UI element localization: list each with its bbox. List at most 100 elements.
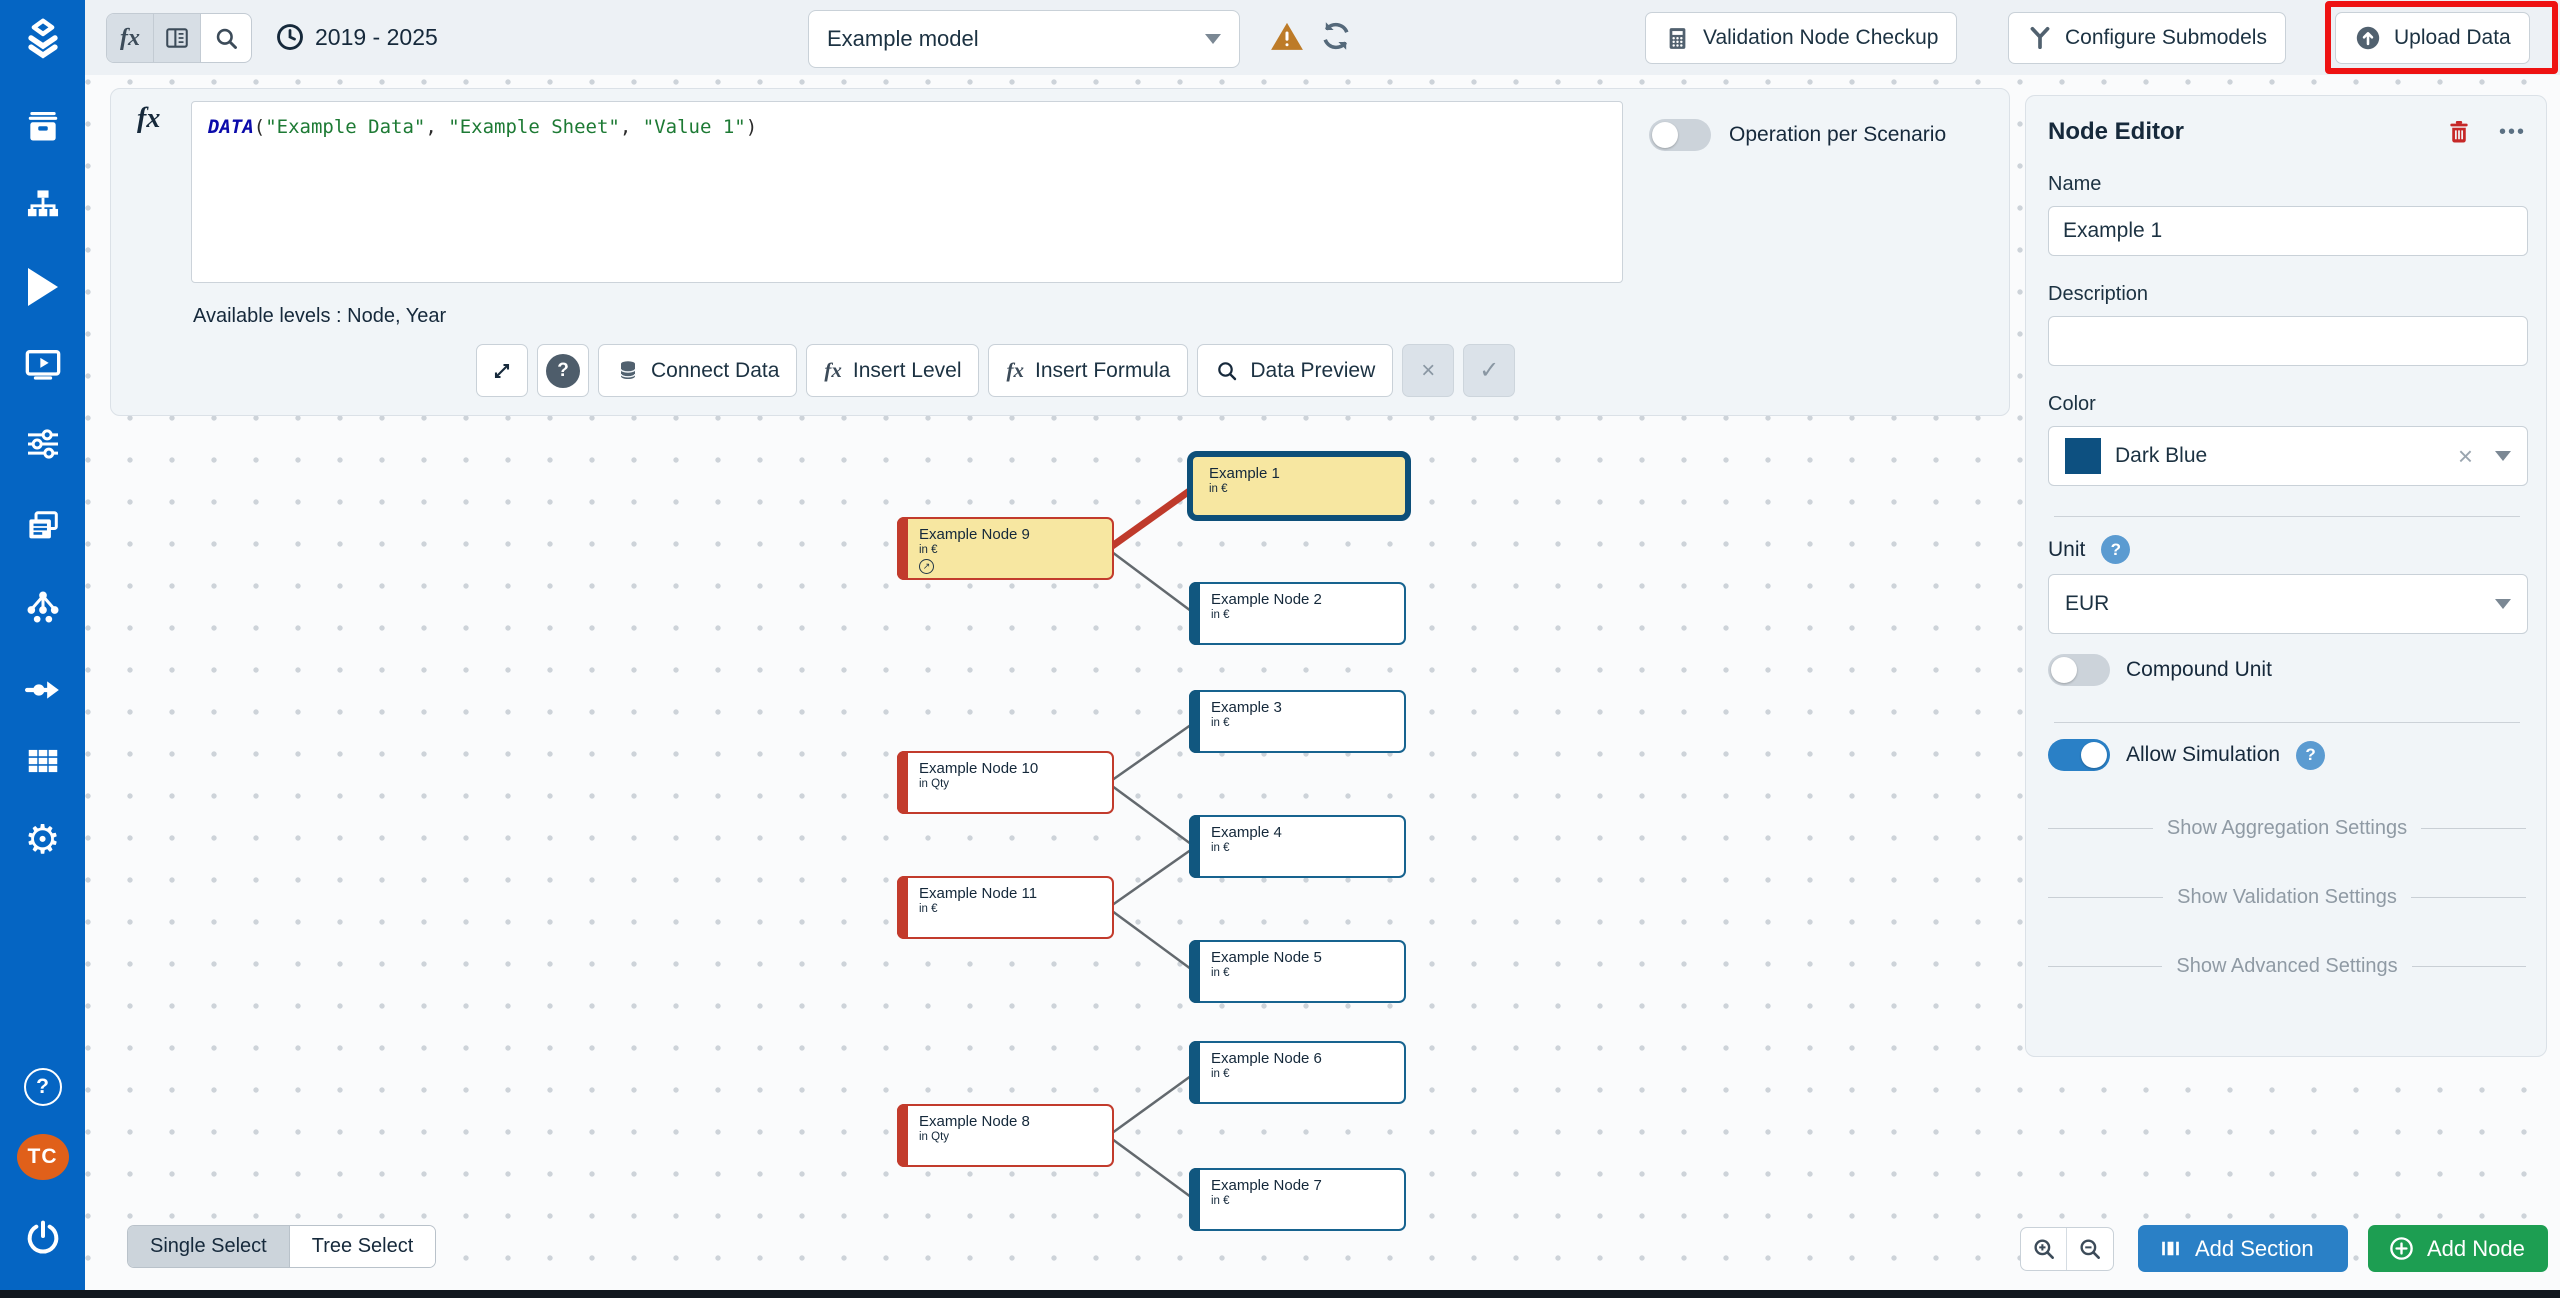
- diagram-node-example-1[interactable]: Example 1 in €: [1187, 451, 1411, 521]
- description-field[interactable]: [2048, 316, 2528, 366]
- diagram-node-example-node-6[interactable]: Example Node 6 in €: [1189, 1041, 1406, 1104]
- sidebar-item-network[interactable]: [0, 587, 85, 627]
- search-view-button[interactable]: [201, 14, 251, 62]
- link-label: Show Advanced Settings: [2176, 955, 2398, 977]
- formula-toolbar: ? Connect Data fx Insert Level fx Insert…: [476, 344, 1516, 397]
- formula-comma: ,: [425, 116, 449, 138]
- trash-icon[interactable]: [2445, 118, 2473, 146]
- description-label: Description: [2048, 283, 2149, 305]
- diagram-node-example-3[interactable]: Example 3 in €: [1189, 690, 1406, 753]
- sidebar-logout-button[interactable]: [0, 1218, 85, 1258]
- insert-formula-button[interactable]: fx Insert Formula: [988, 344, 1189, 397]
- tree-select-button[interactable]: Tree Select: [289, 1226, 436, 1267]
- single-select-button[interactable]: Single Select: [128, 1226, 290, 1267]
- cancel-formula-button[interactable]: ×: [1402, 344, 1455, 397]
- node-unit: in €: [1211, 967, 1230, 979]
- unit-help-icon[interactable]: ?: [2101, 535, 2131, 564]
- validation-node-checkup-button[interactable]: Validation Node Checkup: [1645, 12, 1958, 64]
- sidebar: ⚙ ? TC: [0, 0, 85, 1298]
- add-section-button[interactable]: Add Section: [2138, 1225, 2348, 1272]
- time-range[interactable]: 2019 - 2025: [275, 22, 438, 52]
- insert-level-button[interactable]: fx Insert Level: [806, 344, 980, 397]
- sidebar-item-settings[interactable]: ⚙: [0, 820, 85, 860]
- data-preview-button[interactable]: Data Preview: [1197, 344, 1394, 397]
- allow-simulation-help-icon[interactable]: ?: [2296, 740, 2326, 770]
- sidebar-item-flows[interactable]: [0, 670, 85, 710]
- clear-color-icon[interactable]: ×: [2457, 440, 2473, 471]
- diagram-node-example-node-2[interactable]: Example Node 2 in €: [1189, 582, 1406, 645]
- sidebar-item-run[interactable]: [0, 268, 85, 306]
- name-field[interactable]: [2048, 206, 2528, 256]
- node-name: Example Node 2: [1211, 591, 1322, 608]
- model-select-value: Example model: [827, 26, 979, 51]
- node-name: Example Node 8: [919, 1113, 1030, 1130]
- formula-input[interactable]: DATA("Example Data", "Example Sheet", "V…: [191, 101, 1623, 283]
- show-validation-settings-link[interactable]: Show Validation Settings: [2048, 886, 2527, 909]
- view-mode-toggle: fx: [106, 13, 252, 63]
- sidebar-help-button[interactable]: ?: [0, 1068, 85, 1106]
- external-link-icon: ↗: [919, 559, 934, 574]
- check-icon: ✓: [1479, 357, 1500, 384]
- node-name: Example Node 9: [919, 526, 1030, 543]
- model-select[interactable]: Example model: [808, 10, 1240, 68]
- zoom-out-icon: [2080, 1239, 2100, 1259]
- zoom-out-button[interactable]: [2067, 1228, 2113, 1270]
- show-advanced-settings-link[interactable]: Show Advanced Settings: [2048, 955, 2527, 978]
- node-name: Example 1: [1209, 465, 1280, 482]
- play-icon: [27, 268, 58, 306]
- color-label: Color: [2048, 393, 2096, 415]
- magnifier-icon: [1218, 361, 1237, 380]
- app-logo-layers-icon: [0, 16, 85, 60]
- formula-view-button[interactable]: fx: [107, 14, 154, 62]
- fx-icon: fx: [824, 358, 842, 382]
- color-select[interactable]: Dark Blue ×: [2048, 426, 2528, 486]
- formula-function: DATA: [208, 116, 254, 138]
- plus-circle-icon: [2390, 1237, 2413, 1260]
- zoom-in-button[interactable]: [2021, 1228, 2067, 1270]
- sidebar-item-hierarchy[interactable]: [0, 186, 85, 224]
- operation-per-scenario-label: Operation per Scenario: [1729, 123, 1947, 146]
- diagram-node-example-node-9[interactable]: Example Node 9 in € ↗: [897, 517, 1114, 580]
- connect-data-button[interactable]: Connect Data: [598, 344, 798, 397]
- sidebar-item-tables[interactable]: [0, 742, 85, 780]
- node-unit: in €: [1211, 609, 1230, 621]
- expand-formula-button[interactable]: [476, 344, 528, 397]
- sidebar-item-presentation[interactable]: [0, 344, 85, 384]
- divider: [2054, 722, 2520, 723]
- sidebar-item-archive[interactable]: [0, 108, 85, 146]
- diagram-node-example-node-11[interactable]: Example Node 11 in €: [897, 876, 1114, 939]
- diagram-node-example-4[interactable]: Example 4 in €: [1189, 815, 1406, 878]
- chevron-down-icon: [2495, 599, 2511, 609]
- configure-submodels-button[interactable]: Configure Submodels: [2008, 12, 2286, 64]
- node-unit: in €: [1211, 1068, 1230, 1080]
- node-name: Example Node 5: [1211, 949, 1322, 966]
- node-unit: in €: [1211, 717, 1230, 729]
- show-aggregation-settings-link[interactable]: Show Aggregation Settings: [2048, 817, 2527, 840]
- unit-select[interactable]: EUR: [2048, 574, 2528, 634]
- link-label: Show Validation Settings: [2177, 886, 2397, 908]
- user-avatar[interactable]: TC: [0, 1134, 85, 1180]
- formula-panel: fx DATA("Example Data", "Example Sheet",…: [110, 88, 2010, 416]
- clock-icon: [277, 24, 303, 50]
- formula-help-button[interactable]: ?: [537, 344, 589, 397]
- diagram-node-example-node-8[interactable]: Example Node 8 in Qty: [897, 1104, 1114, 1167]
- more-options-icon[interactable]: •••: [2498, 120, 2526, 143]
- model-warning[interactable]: [1268, 19, 1306, 60]
- upload-data-button[interactable]: Upload Data: [2335, 12, 2530, 64]
- confirm-formula-button[interactable]: ✓: [1463, 344, 1516, 397]
- insert-level-label: Insert Level: [852, 358, 962, 382]
- database-icon: [620, 360, 636, 379]
- sidebar-item-scenario-settings[interactable]: [0, 424, 85, 464]
- sidebar-item-reports[interactable]: [0, 507, 85, 545]
- diagram-node-example-node-5[interactable]: Example Node 5 in €: [1189, 940, 1406, 1003]
- diagram-node-example-node-10[interactable]: Example Node 10 in Qty: [897, 751, 1114, 814]
- compound-unit-toggle[interactable]: [2048, 654, 2110, 686]
- operation-per-scenario-toggle[interactable]: [1649, 119, 1711, 151]
- add-node-button[interactable]: Add Node: [2368, 1225, 2548, 1272]
- allow-simulation-toggle[interactable]: [2048, 739, 2110, 771]
- diagram-node-example-node-7[interactable]: Example Node 7 in €: [1189, 1168, 1406, 1231]
- panel-view-button[interactable]: [154, 14, 201, 62]
- refresh-model-button[interactable]: [1318, 18, 1354, 59]
- avatar-initials: TC: [16, 1134, 69, 1180]
- connect-data-label: Connect Data: [651, 358, 780, 382]
